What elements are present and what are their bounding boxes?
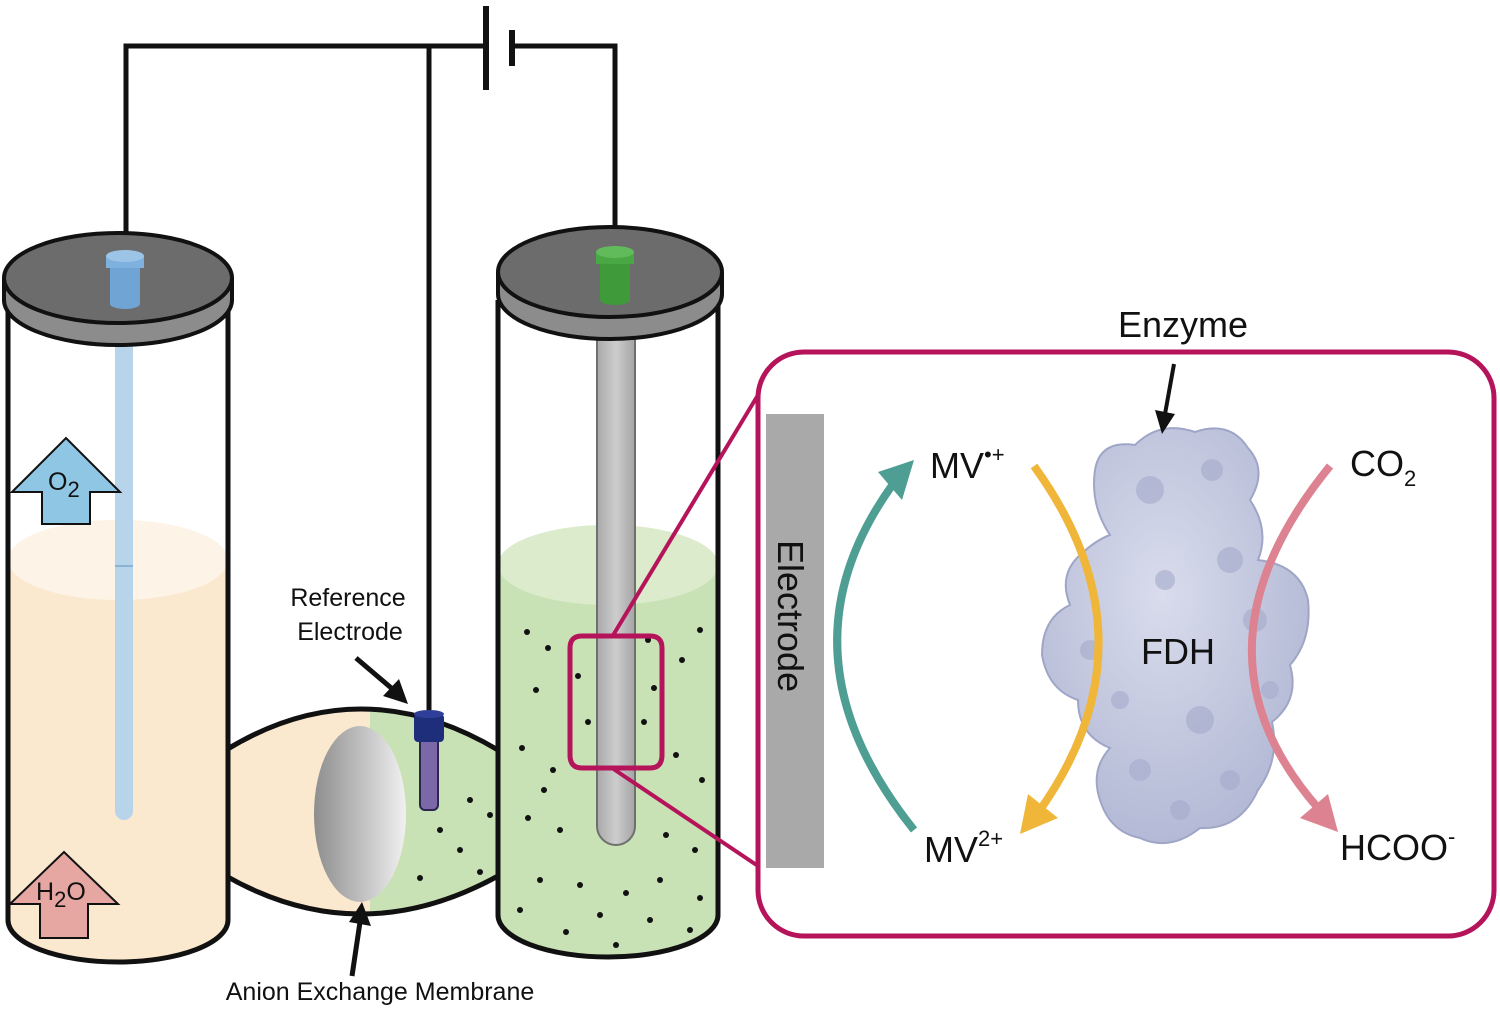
co2-subscript: 2 (1404, 466, 1416, 491)
cathode-cap (596, 246, 634, 305)
mv-dication-label: MV2+ (924, 826, 1003, 870)
h2o-arrow-icon: H2O (7, 850, 121, 939)
anode-cap (106, 250, 144, 309)
fdh-label: FDH (1141, 631, 1215, 672)
yellow-oxidation-arrow (1020, 463, 1103, 834)
reference-electrode (414, 710, 444, 811)
fdh-enzyme: FDH (1040, 427, 1310, 845)
cathode-rod (596, 299, 636, 846)
svg-text:H2O: H2O (36, 878, 86, 912)
zoom-connectors (610, 393, 760, 868)
membrane-label: Anion Exchange Membrane (226, 902, 535, 1006)
o2-label: O (48, 468, 67, 496)
enzyme-pointer-arrow (1155, 363, 1176, 434)
cathode-wire (513, 43, 618, 252)
h2o-label-o: O (66, 878, 85, 906)
cathode-compartment (495, 225, 724, 960)
reference-label-line1: Reference (290, 584, 405, 612)
zoom-panel: Electrode FDH Enzyme (755, 304, 1497, 939)
reference-electrode-label: Reference Electrode (290, 584, 408, 704)
pink-co2-reduction-arrow (1247, 463, 1338, 832)
o2-arrow-icon: O2 (9, 436, 123, 525)
mv-radical-label: MV•+ (930, 442, 1005, 486)
o2-subscript: 2 (67, 477, 79, 502)
battery-icon (483, 6, 515, 90)
h2o-subscript: 2 (54, 887, 66, 912)
formate-superscript: - (1448, 824, 1455, 849)
external-circuit (123, 43, 618, 716)
anode-compartment: O2 H2O (1, 231, 234, 965)
anion-exchange-membrane (314, 726, 406, 902)
co2-label: CO2 (1350, 443, 1416, 491)
reference-label-line2: Electrode (297, 618, 403, 646)
membrane-label-text: Anion Exchange Membrane (226, 978, 535, 1006)
catholyte-particles (517, 627, 705, 948)
electrode-label: Electrode (770, 540, 811, 692)
formate-label: HCOO- (1340, 824, 1455, 868)
anode-wire (123, 43, 484, 258)
svg-text:O2: O2 (48, 468, 80, 502)
enzyme-label: Enzyme (1118, 304, 1248, 345)
h2o-label-h: H (36, 878, 54, 906)
zoom-lens (567, 633, 665, 771)
mv-radical-superscript: •+ (984, 442, 1005, 467)
teal-reduction-arrow (833, 460, 918, 833)
mv-dication-superscript: 2+ (978, 826, 1003, 851)
electrode-bar: Electrode (766, 414, 824, 868)
anode-rod (115, 300, 133, 820)
salt-bridge (224, 706, 515, 917)
